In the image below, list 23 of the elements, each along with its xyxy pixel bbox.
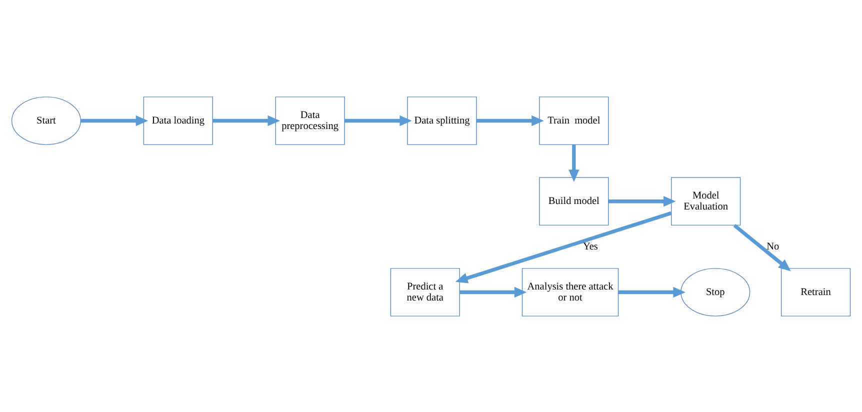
arrow (80, 114, 148, 126)
arrow (733, 223, 791, 271)
arrow (608, 196, 676, 206)
arrow (455, 210, 672, 283)
arrow (568, 144, 580, 182)
arrow (460, 286, 527, 298)
arrow (344, 114, 412, 126)
edge-label: No (766, 241, 780, 252)
node-ellipse: Start (11, 96, 82, 144)
node-box: Data splitting (407, 96, 477, 144)
arrow (212, 114, 280, 126)
arrow (618, 286, 686, 298)
node-ellipse: Stop (680, 268, 750, 316)
node-box: Build model (539, 176, 609, 226)
node-box: Model Evaluation (671, 176, 741, 226)
node-box: Train model (539, 96, 609, 144)
arrow (476, 114, 544, 126)
node-box: Data loading (143, 96, 213, 144)
node-box: Retrain (780, 268, 851, 316)
node-box: Data preprocessing (275, 96, 345, 144)
node-box: Predict a new data (390, 268, 460, 316)
edge-label: Yes (582, 241, 598, 252)
node-box: Analysis there attack or not (522, 268, 619, 316)
